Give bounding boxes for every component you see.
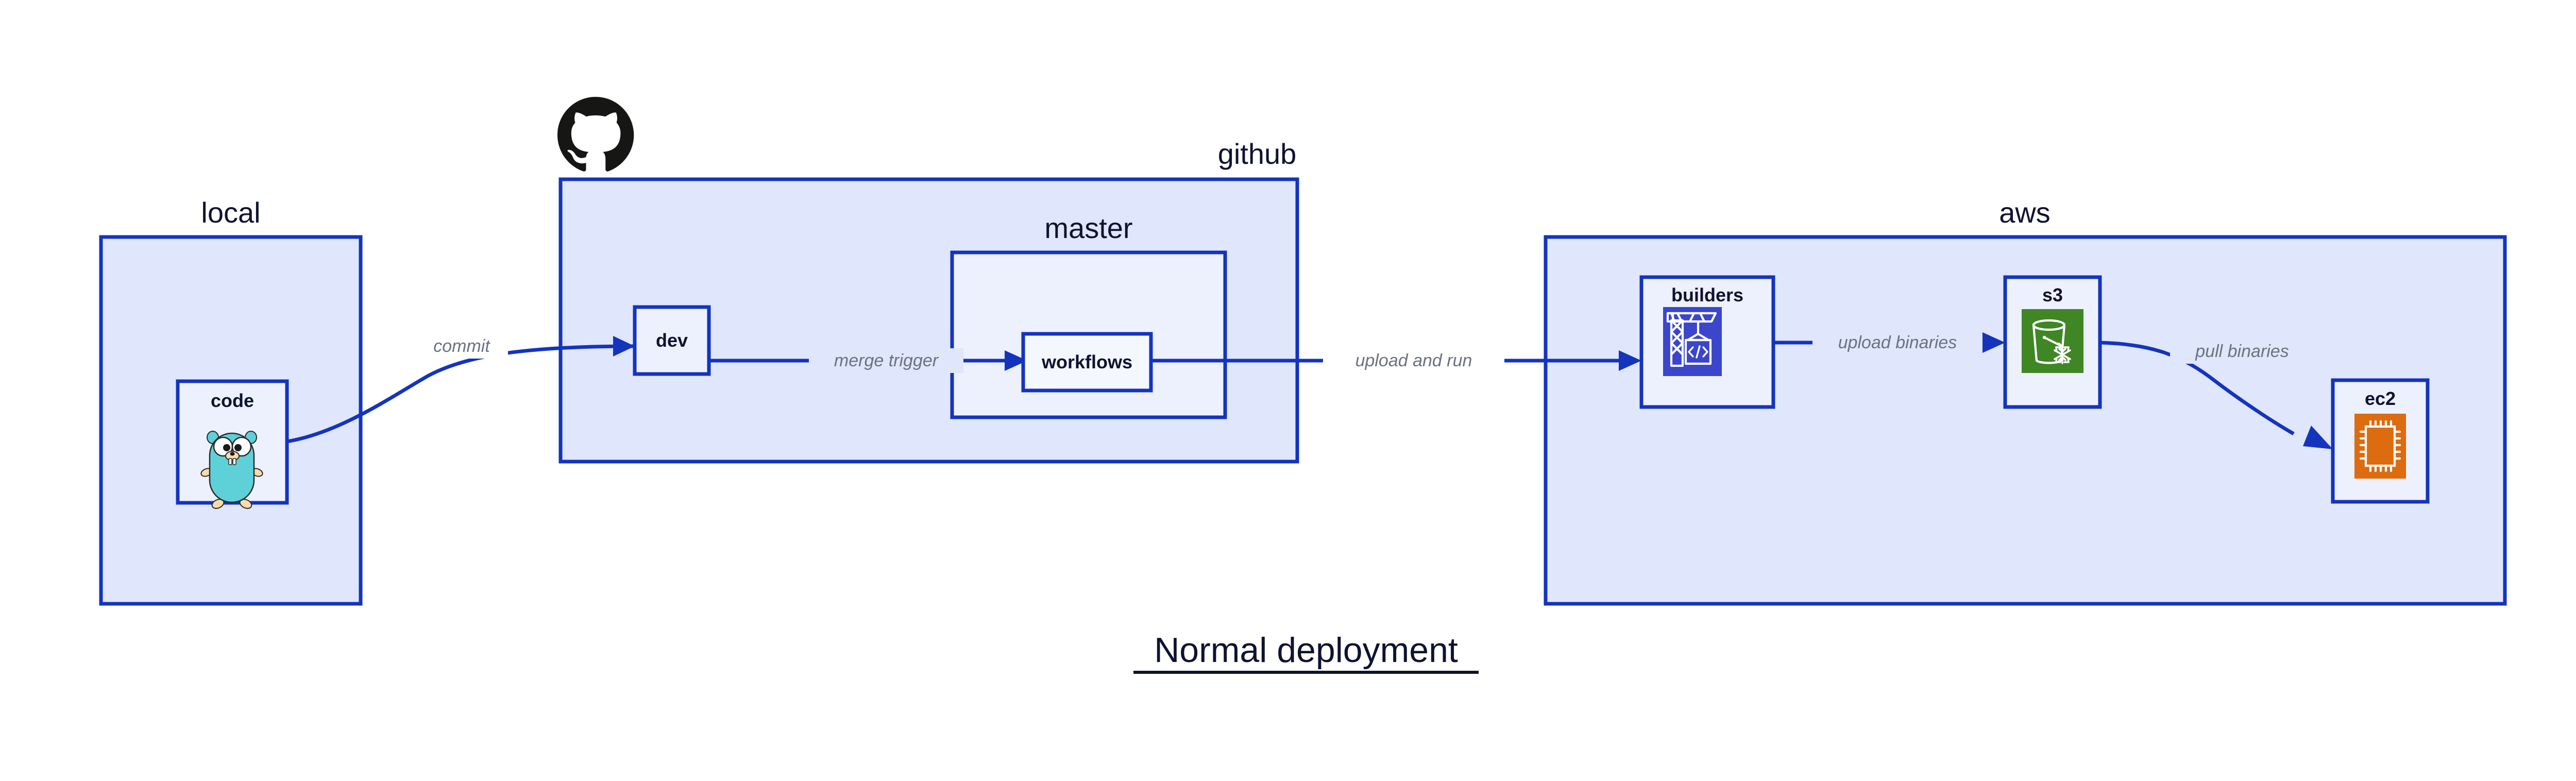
edge-upload-and-run-arrowhead [1619,350,1641,371]
edge-label-pull-binaries: pull binaries [2195,342,2289,361]
node-label-s3: s3 [2042,284,2063,305]
edge-label-commit: commit [433,336,490,356]
aws-s3-glacier-icon [2022,309,2083,373]
edge-label-halo-pull-bin [2170,339,2314,364]
edge-label-halo-merge [809,348,963,373]
group-label-local: local [201,196,260,229]
edge-merge-trigger-arrowhead [1005,350,1027,371]
edge-label-halo-upload-bin [1812,330,1982,355]
group-label-github: github [1218,138,1297,170]
edge-label-halo-upload-run [1323,348,1504,373]
edge-pull-binaries-arrowhead [2303,426,2333,449]
group-label-aws: aws [1999,196,2050,229]
edge-commit-arrowhead [613,336,635,356]
node-label-builders: builders [1671,284,1743,305]
node-rect-dev[interactable] [633,305,711,376]
aws-codebuild-icon [1663,307,1722,376]
github-octocat-logo [557,97,634,172]
edge-label-merge-trigger: merge trigger [834,351,939,370]
edge-pull-binaries [2099,341,2295,436]
node-rect-workflows[interactable] [1021,332,1153,393]
edge-label-upload-binaries: upload binaries [1838,333,1957,352]
node-label-ec2: ec2 [2365,388,2396,409]
edge-label-halo-commit [415,334,508,359]
node-label-code: code [211,390,254,411]
group-label-master: master [1044,212,1132,244]
edge-label-upload-and-run: upload and run [1355,351,1472,370]
go-gopher-icon [200,431,263,509]
node-label-dev: dev [656,330,688,351]
edge-commit [286,344,635,444]
diagram-title: Normal deployment [1154,631,1458,670]
node-label-workflows: workflows [1041,351,1132,372]
aws-ec2-chip-icon [2354,414,2406,479]
edge-upload-binaries-arrowhead [1982,332,2005,353]
